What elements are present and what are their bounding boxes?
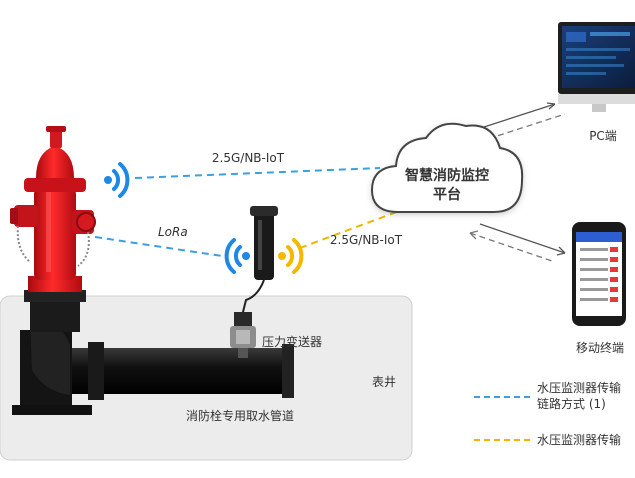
- fire-hydrant: [10, 126, 96, 332]
- cloud-platform: [370, 122, 524, 213]
- wifi-icon-nbiot: [278, 238, 304, 274]
- well-label: 表井: [372, 375, 396, 389]
- underground-pipe: [12, 318, 294, 415]
- link-label-top: 2.5G/NB-IoT: [212, 151, 285, 165]
- cloud-title: 智慧消防监控: [404, 167, 489, 184]
- pipe-label: 消防栓专用取水管道: [186, 408, 294, 423]
- link-label-lora: LoRa: [158, 225, 188, 239]
- legend-blue-line1: 水压监测器传输: [537, 380, 621, 395]
- legend-blue-line2: 链路方式 (1): [537, 396, 606, 411]
- mobile-label: 移动终端: [576, 340, 624, 355]
- legend-yellow-line1: 水压监测器传输: [537, 432, 621, 447]
- wifi-icon-hydrant: [104, 162, 130, 198]
- pc-label: PC端: [589, 129, 617, 143]
- water-pressure-monitor: [241, 206, 278, 317]
- pc-monitor: [558, 22, 635, 112]
- cloud-subtitle: 平台: [433, 186, 461, 203]
- sensor-label: 压力变送器: [262, 334, 322, 349]
- legend: 水压监测器传输 链路方式 (1) 水压监测器传输: [474, 380, 621, 447]
- pressure-transmitter: [230, 312, 256, 358]
- mobile-phone: [572, 222, 626, 326]
- link-label-bottom: 2.5G/NB-IoT: [330, 233, 403, 247]
- wifi-icon-lora: [224, 238, 250, 274]
